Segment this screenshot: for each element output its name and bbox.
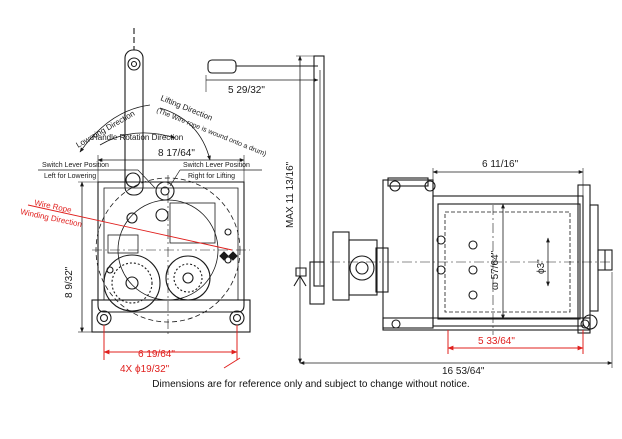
dim-bolt-holes: 4X ϕ19/32" xyxy=(120,364,170,375)
lowering-direction-label: Lowering Direction xyxy=(75,109,137,150)
handle-grip-center xyxy=(130,60,138,68)
switch-left-title: Switch Lever Position xyxy=(42,162,109,169)
dim-base-length: 5 33/64" xyxy=(478,336,515,347)
base-plate xyxy=(91,299,251,333)
side-handle-grip xyxy=(207,59,237,74)
dim-max-height: MAX 11 13/16" xyxy=(285,161,296,228)
side-motor xyxy=(432,195,584,327)
front-view-red-dims xyxy=(27,204,241,369)
front-view xyxy=(38,28,262,335)
dim-handle-offset: 5 29/32" xyxy=(228,85,265,96)
handle-grip xyxy=(127,57,141,71)
dim-width-top: 8 17/64" xyxy=(158,148,195,159)
switch-right-sub: Right for Lifting xyxy=(188,173,235,180)
side-gearbox xyxy=(348,239,378,296)
housing-outline xyxy=(97,181,245,313)
gear-small xyxy=(165,255,211,301)
wire-rope-line xyxy=(27,204,233,251)
dim-shaft-diameter: ϕ3" xyxy=(536,259,547,274)
dim-motor-length: 6 11/16" xyxy=(482,159,519,170)
side-frame xyxy=(382,179,434,329)
switch-right-title: Switch Lever Position xyxy=(183,162,250,169)
disclaimer-note: Dimensions are for reference only and su… xyxy=(152,379,470,390)
side-handle-arm xyxy=(313,55,325,287)
dim-total-length: 16 53/64" xyxy=(442,366,485,377)
dim-base-bolt-spacing: 6 19/64" xyxy=(138,349,175,360)
dim-motor-diameter: ϖ 57/64" xyxy=(490,250,501,290)
mount-hole-left xyxy=(96,310,112,326)
mount-hole-right xyxy=(229,310,245,326)
side-view xyxy=(205,55,613,368)
gear-large xyxy=(103,254,161,312)
dim-height-left: 8 9/32" xyxy=(64,266,75,298)
switch-lever xyxy=(155,181,175,201)
handle-rotation-label: Handle Rotation Direction xyxy=(92,133,183,142)
switch-left-sub: Left for Lowering xyxy=(44,173,96,180)
side-view-red-dims xyxy=(447,330,584,354)
